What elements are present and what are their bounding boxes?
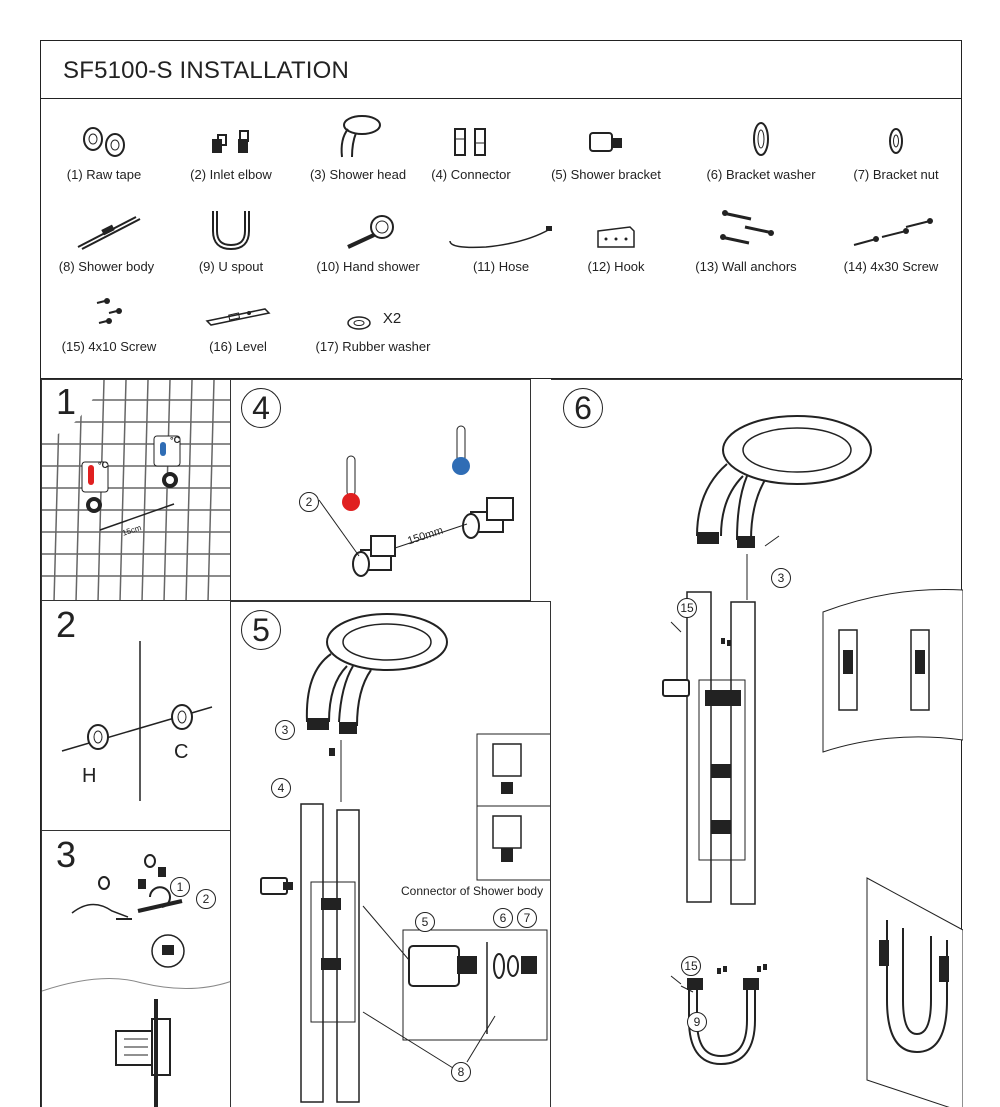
part-shower-body: (8) Shower body [49,203,164,274]
shower-bracket-icon [589,132,622,152]
connector-label: Connector of Shower body [401,884,544,898]
part-label: (6) Bracket washer [706,167,816,182]
cold-label: C [174,741,189,763]
step-3-panel: 3 1 2 [41,831,231,1107]
step-number: 4 [241,388,281,428]
part-label: (7) Bracket nut [853,167,939,182]
hot-temp-label: °C [98,460,109,470]
callout-3: 3 [275,720,295,740]
part-u-spout: (9) U spout [181,199,281,274]
shower-head-icon [340,115,381,158]
inlet-elbow-icon [212,130,249,153]
step-number: 2 [46,605,86,645]
shower-body-icon [77,216,140,250]
final-assembly-illustration [662,415,963,1107]
step-6-panel: 6 [551,379,963,1107]
part-hand-shower: (10) Hand shower [303,203,433,274]
part-hook: (12) Hook [561,203,671,274]
title-bar: SF5100-S INSTALLATION [41,41,961,99]
callout-4: 4 [271,778,291,798]
bracket-washer-icon [753,122,769,156]
part-label: (4) Connector [431,167,511,182]
step-number: 5 [241,610,281,650]
callout-8: 8 [451,1062,471,1082]
page-title: SF5100-S INSTALLATION [63,57,350,84]
screw-icon [96,298,122,324]
step-2-panel: 2 H C [41,601,231,831]
instruction-sheet: SF5100-S INSTALLATION (1) Raw tape (2) I… [40,40,963,1107]
callout-3: 3 [771,568,791,588]
level-marking-illustration [61,641,213,801]
part-label: (14) 4x30 Screw [843,259,939,274]
callout-2: 2 [196,889,216,909]
part-inlet-elbow: (2) Inlet elbow [176,111,286,182]
parts-list: (1) Raw tape (2) Inlet elbow (3) Shower … [41,99,961,379]
step-number: 1 [46,382,86,422]
cold-temp-label: °C [170,435,181,445]
part-wall-anchors: (13) Wall anchors [681,199,811,274]
part-label: (15) 4x10 Screw [61,339,157,354]
part-4x10-screw: (15) 4x10 Screw [49,283,169,354]
part-label: (3) Shower head [309,167,407,182]
part-shower-head: (3) Shower head [303,107,413,182]
level-icon [205,308,271,326]
hand-shower-icon [347,215,394,249]
callout-6: 6 [493,908,513,928]
raw-tape-icon [83,127,125,157]
part-bracket-nut: (7) Bracket nut [841,111,951,182]
part-level: (16) Level [183,283,293,354]
hose-icon [449,226,552,249]
step-1-panel: 1 °C °C 15cm [41,379,231,601]
rubber-washer-quantity: X2 [382,310,402,327]
part-label: (8) Shower body [58,259,155,274]
shower-body-assembly-illustration [260,613,550,1103]
elbow-install-illustration [42,854,230,1107]
bracket-nut-icon [889,128,903,154]
wall-anchors-icon [720,210,774,245]
screw-icon [853,218,933,246]
part-label: (12) Hook [587,259,645,274]
rubber-washer-icon [347,316,371,330]
step-number: 6 [563,388,603,428]
callout-1: 1 [170,877,190,897]
part-label: (13) Wall anchors [695,259,797,274]
u-spout-icon [212,211,250,251]
part-raw-tape: (1) Raw tape [49,111,159,182]
callout-9: 9 [687,1012,707,1032]
part-label: (10) Hand shower [316,259,420,274]
step-number: 3 [46,835,86,875]
step-5-panel: 5 [231,601,551,1107]
callout-15: 15 [681,956,701,976]
inlet-elbow-spacing-illustration [318,425,514,577]
callout-5: 5 [415,912,435,932]
part-label: (2) Inlet elbow [190,167,272,182]
part-label: (5) Shower bracket [551,167,661,182]
hot-label: H [82,765,97,787]
part-hose: (11) Hose [446,203,556,274]
part-label: (16) Level [209,339,267,354]
part-connector: (4) Connector [426,111,516,182]
part-4x30-screw: (14) 4x30 Screw [831,203,951,274]
hook-icon [597,226,635,248]
callout-2: 2 [299,492,319,512]
part-rubber-washer: X2 (17) Rubber washer [303,283,443,354]
part-bracket-washer: (6) Bracket washer [701,111,821,182]
part-label: (17) Rubber washer [315,339,431,354]
part-label: (9) U spout [198,259,264,274]
connector-icon [454,128,486,156]
part-shower-bracket: (5) Shower bracket [546,111,666,182]
part-label: (11) Hose [472,259,530,274]
callout-7: 7 [517,908,537,928]
part-label: (1) Raw tape [66,167,142,182]
step-4-panel: 4 2 150mm [231,379,531,601]
callout-15: 15 [677,598,697,618]
